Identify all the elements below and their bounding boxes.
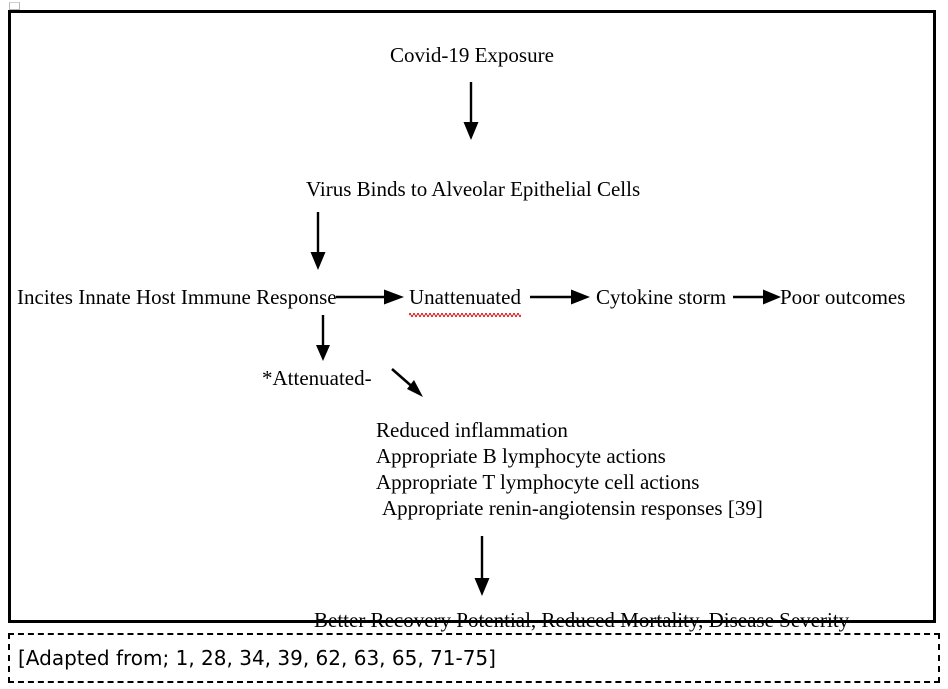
object-anchor-handle-icon xyxy=(9,2,20,10)
node-poor-outcomes: Poor outcomes xyxy=(780,285,906,309)
arrow-innate-to-unattenuated xyxy=(336,285,406,309)
arrow-unattenuated-to-cytokine-storm xyxy=(530,285,592,309)
arrow-binding-to-innate-response xyxy=(303,212,333,272)
node-incites-innate-host-immune-response: Incites Innate Host Immune Response xyxy=(17,285,337,309)
arrow-attenuated-to-outcome-list xyxy=(389,365,433,409)
node-attenuated: *Attenuated- xyxy=(262,366,372,390)
node-covid19-exposure: Covid-19 Exposure xyxy=(390,43,554,67)
arrow-innate-to-attenuated xyxy=(308,315,338,363)
caption-box: [Adapted from; 1, 28, 34, 39, 62, 63, 65… xyxy=(8,633,940,683)
spellcheck-underline-unattenuated: Unattenuated xyxy=(409,285,521,318)
node-cytokine-storm: Cytokine storm xyxy=(596,285,727,309)
list-item: Reduced inflammation xyxy=(376,418,568,442)
arrow-cytokine-storm-to-poor-outcomes xyxy=(733,285,783,309)
node-final-outcome: Better Recovery Potential, Reduced Morta… xyxy=(314,608,850,632)
list-item: Appropriate T lymphocyte cell actions xyxy=(376,470,700,494)
arrow-list-to-final-outcome xyxy=(467,536,497,598)
node-virus-binds-alveolar-epithelial-cells: Virus Binds to Alveolar Epithelial Cells xyxy=(306,177,641,201)
list-item: Appropriate B lymphocyte actions xyxy=(376,444,666,468)
list-item: Appropriate renin-angiotensin responses … xyxy=(382,496,763,520)
arrow-exposure-to-binding xyxy=(456,82,486,142)
node-unattenuated: Unattenuated xyxy=(409,284,521,318)
outcome-list: Reduced inflammation Appropriate B lymph… xyxy=(376,417,763,521)
flowchart-canvas: Covid-19 Exposure Virus Binds to Alveola… xyxy=(11,13,933,632)
figure-frame: Covid-19 Exposure Virus Binds to Alveola… xyxy=(8,10,936,632)
caption-text: [Adapted from; 1, 28, 34, 39, 62, 63, 65… xyxy=(18,646,496,670)
